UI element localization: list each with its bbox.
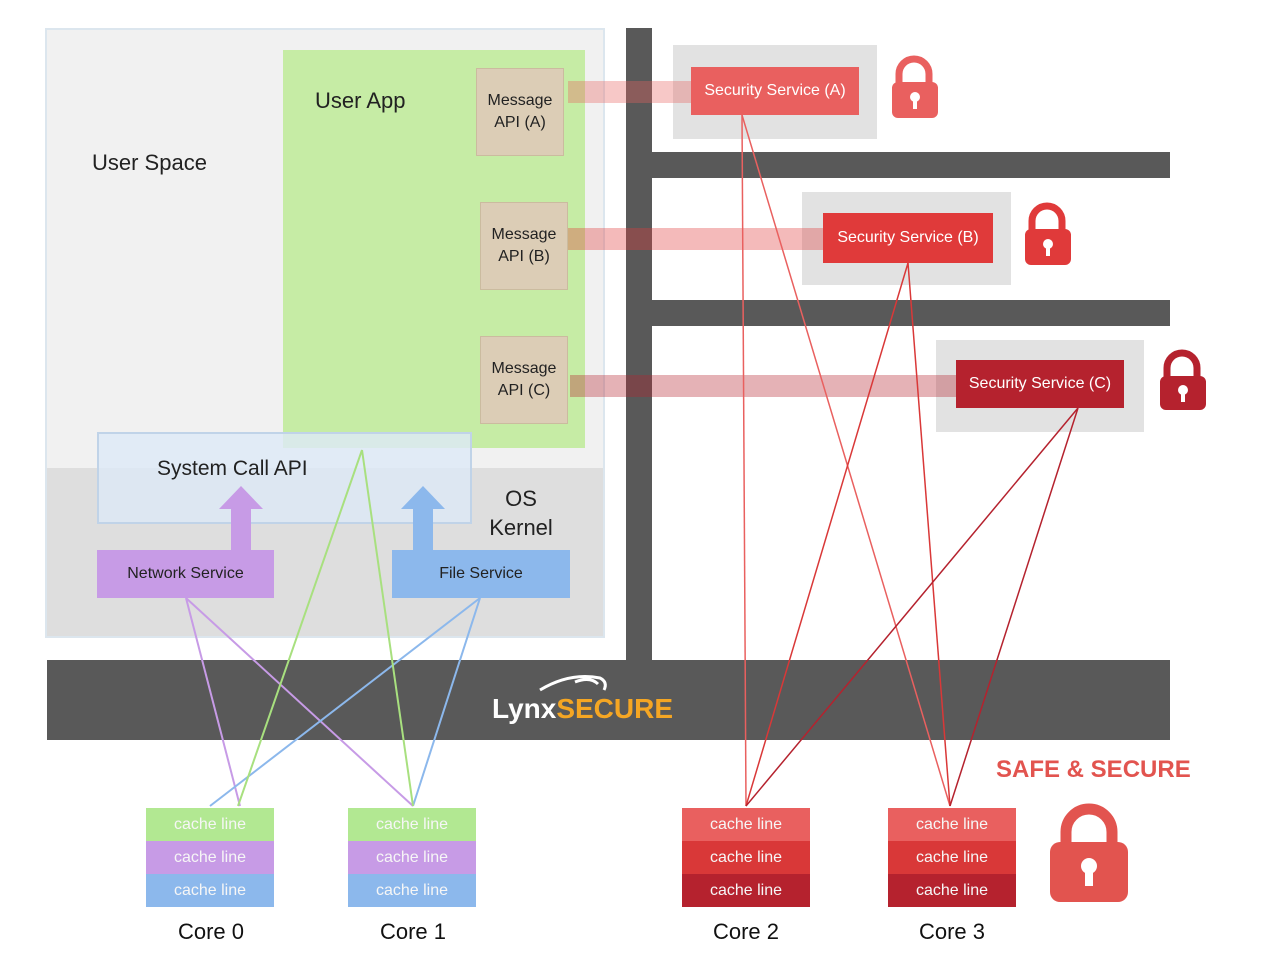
network-service: Network Service: [97, 550, 274, 598]
os-kernel-label: OS Kernel: [489, 486, 553, 540]
cache-line: cache line: [348, 808, 476, 841]
safe-secure-label: SAFE & SECURE: [996, 756, 1191, 783]
logo-lynx-text: Lynx: [492, 693, 557, 724]
link-file-core1: [412, 597, 481, 807]
message-api-c: Message API (C): [480, 336, 568, 424]
link-app-core1: [361, 449, 414, 807]
up-arrow-icon: [401, 486, 445, 550]
channel-a: [568, 81, 694, 103]
lynxsecure-logo: LynxSECURE: [492, 693, 673, 725]
cache-line: cache line: [682, 841, 810, 874]
cache-line: cache line: [146, 808, 274, 841]
channel-c: [570, 375, 958, 397]
message-api-a: Message API (A): [476, 68, 564, 156]
link-app-core0: [237, 449, 363, 807]
cache-line: cache line: [682, 874, 810, 907]
link-sec-a-core2: [741, 114, 747, 807]
security-service-c: Security Service (C): [956, 360, 1124, 408]
lock-icon: [1160, 349, 1206, 410]
security-service-b: Security Service (B): [823, 213, 993, 263]
lock-icon: [1025, 202, 1071, 265]
partition-separator-1: [652, 152, 1170, 178]
core-3-label: Core 3: [918, 919, 986, 944]
channel-b: [568, 228, 826, 250]
link-network-core1: [185, 597, 414, 807]
cache-line: cache line: [888, 841, 1016, 874]
link-sec-c-core3: [949, 407, 1079, 807]
lynx-logo-icon: [539, 675, 607, 692]
message-api-b: Message API (B): [480, 202, 568, 290]
core-0-cache: cache line cache line cache line: [146, 808, 274, 907]
link-sec-b-core3: [907, 262, 951, 807]
cache-line: cache line: [146, 874, 274, 907]
user-space-label: User Space: [92, 150, 207, 175]
link-file-core0: [209, 597, 481, 807]
core-3-cache: cache line cache line cache line: [888, 808, 1016, 907]
lock-icon: [892, 55, 938, 118]
cache-line: cache line: [888, 874, 1016, 907]
system-call-api-label: System Call API: [157, 457, 308, 480]
security-service-a: Security Service (A): [691, 67, 859, 115]
cache-line: cache line: [348, 841, 476, 874]
link-sec-c-core2: [745, 407, 1079, 807]
file-service: File Service: [392, 550, 570, 598]
link-sec-b-core2: [745, 262, 909, 807]
cache-line: cache line: [146, 841, 274, 874]
logo-secure-text: SECURE: [556, 693, 674, 724]
cache-line: cache line: [888, 808, 1016, 841]
lock-icon: [1050, 803, 1128, 902]
core-2-cache: cache line cache line cache line: [682, 808, 810, 907]
core-0-label: Core 0: [177, 919, 245, 944]
lynxsecure-hypervisor-bar: [47, 660, 1170, 740]
cache-line: cache line: [682, 808, 810, 841]
core-1-cache: cache line cache line cache line: [348, 808, 476, 907]
core-2-label: Core 2: [712, 919, 780, 944]
core-1-label: Core 1: [379, 919, 447, 944]
up-arrow-icon: [219, 486, 263, 550]
user-app-label: User App: [315, 88, 406, 113]
vertical-separator: [626, 28, 652, 668]
link-network-core0: [185, 597, 241, 807]
link-sec-a-core3: [741, 114, 951, 807]
cache-line: cache line: [348, 874, 476, 907]
